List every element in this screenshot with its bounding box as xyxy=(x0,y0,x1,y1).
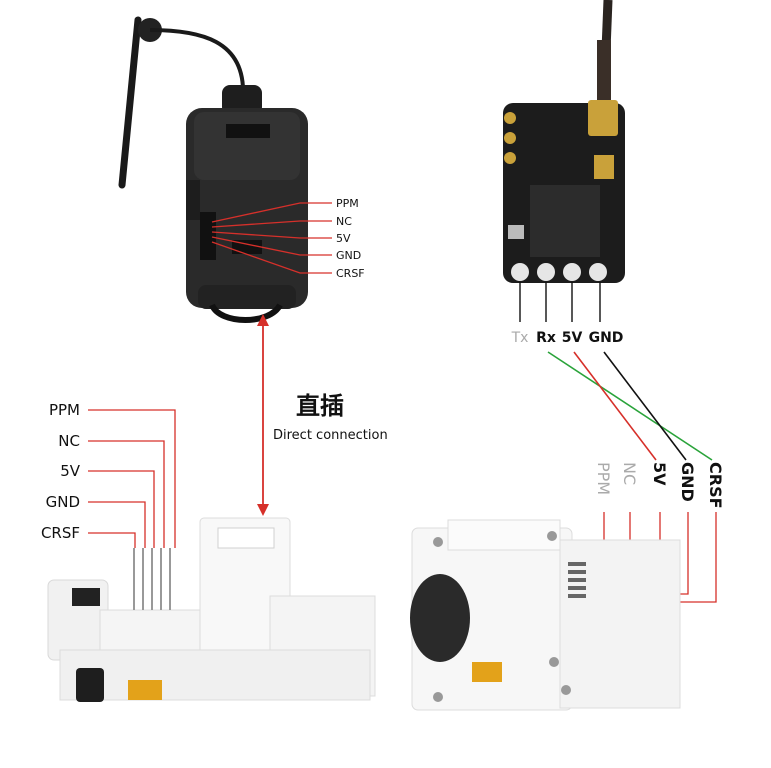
module-side-ridge xyxy=(186,180,200,220)
cross-wires xyxy=(547,351,713,461)
right-pin-label-5v: 5V xyxy=(650,462,669,486)
screw-1 xyxy=(433,537,443,547)
antenna-cable xyxy=(149,28,246,96)
left-pin-label-5v: 5V xyxy=(60,462,81,480)
tx-module xyxy=(118,16,308,323)
adapter-tower-window xyxy=(217,527,275,549)
module-top-face xyxy=(194,112,300,180)
right-pin-label-ppm: PPM xyxy=(594,462,613,495)
module-leader-nc xyxy=(211,220,332,228)
left-pin-labels: PPM NC 5V GND CRSF xyxy=(41,401,81,542)
left-leader-ppm xyxy=(88,409,176,548)
ufl-connector xyxy=(588,100,618,136)
left-pin-label-crsf: CRSF xyxy=(41,524,80,542)
module-leader-ppm xyxy=(211,202,332,223)
module-port xyxy=(226,124,270,138)
receiver-pin-label-rx: Rx xyxy=(536,330,556,346)
left-leader-nc xyxy=(88,440,165,548)
receiver-pin-label-gnd: GND xyxy=(589,330,624,346)
thumb-knob xyxy=(410,574,470,662)
front-header-pins xyxy=(568,562,586,598)
antenna-whip xyxy=(118,16,142,189)
module-bottom-port xyxy=(232,240,262,254)
front-top-lip xyxy=(447,519,561,551)
module-pin-labels: PPM NC 5V GND CRSF xyxy=(336,197,365,280)
bottom-pad-5v xyxy=(563,263,581,281)
bottom-pad-tx xyxy=(511,263,529,281)
receiver-pin-labels: Tx Rx 5V GND xyxy=(511,330,624,346)
adapter-base xyxy=(59,649,371,701)
receiver-pin-label-tx: Tx xyxy=(511,330,529,346)
right-pin-label-nc: NC xyxy=(620,462,639,485)
adapter-foot-clip xyxy=(76,668,104,702)
screw-5 xyxy=(561,685,571,695)
module-pin-header xyxy=(200,212,216,260)
adapter-side-view xyxy=(47,517,376,702)
left-pin-label-gnd: GND xyxy=(46,493,80,511)
left-leader-crsf xyxy=(88,532,136,548)
receiver-pin-lines xyxy=(519,282,601,322)
front-side-body xyxy=(559,539,681,709)
screw-2 xyxy=(547,531,557,541)
module-foot xyxy=(198,285,296,309)
direct-connection-arrow xyxy=(257,314,269,516)
left-pin-label-ppm: PPM xyxy=(49,401,80,419)
module-pin-label-crsf: CRSF xyxy=(336,267,365,280)
module-pin-label-5v: 5V xyxy=(336,232,351,245)
side-pad-1 xyxy=(504,112,516,124)
antenna-sleeve xyxy=(597,40,611,100)
direct-connection-title-en: Direct connection xyxy=(273,428,388,443)
adapter-front-view xyxy=(410,519,681,711)
receiver-pin-label-5v: 5V xyxy=(562,330,583,346)
bottom-pad-rx xyxy=(537,263,555,281)
module-pin-label-ppm: PPM xyxy=(336,197,359,210)
module-pin-leaders xyxy=(211,202,332,274)
screw-4 xyxy=(549,657,559,667)
wire-rx-to-crsf xyxy=(547,351,713,461)
direct-connection-title-cn: 直插 xyxy=(296,392,344,420)
bottom-pad-gnd xyxy=(589,263,607,281)
module-loop-cable xyxy=(209,303,283,323)
crystal xyxy=(508,225,524,239)
module-pin-label-nc: NC xyxy=(336,215,352,228)
adapter-header-pins xyxy=(133,548,171,610)
module-leader-crsf xyxy=(211,241,332,274)
connector-cap xyxy=(222,85,262,115)
xt30-connector xyxy=(128,680,162,700)
left-pin-leaders xyxy=(88,409,176,548)
main-chip xyxy=(530,185,600,257)
side-pad-3 xyxy=(504,152,516,164)
wire-5v-to-5v xyxy=(573,351,657,461)
gold-pad xyxy=(594,155,614,179)
module-leader-gnd xyxy=(211,236,332,256)
left-pin-label-nc: NC xyxy=(58,432,80,450)
right-pin-labels: PPM NC 5V GND CRSF xyxy=(594,462,725,509)
module-leader-5v xyxy=(211,231,332,239)
xt30-front xyxy=(472,662,502,682)
right-pin-label-gnd: GND xyxy=(678,462,697,502)
module-pin-label-gnd: GND xyxy=(336,249,361,262)
wire-gnd-to-gnd xyxy=(603,351,687,461)
adapter-clip xyxy=(72,588,100,606)
left-leader-5v xyxy=(88,470,155,548)
left-leader-gnd xyxy=(88,501,146,548)
screw-3 xyxy=(433,692,443,702)
right-pin-label-crsf: CRSF xyxy=(706,462,725,509)
side-pad-2 xyxy=(504,132,516,144)
receiver-board xyxy=(503,0,625,283)
